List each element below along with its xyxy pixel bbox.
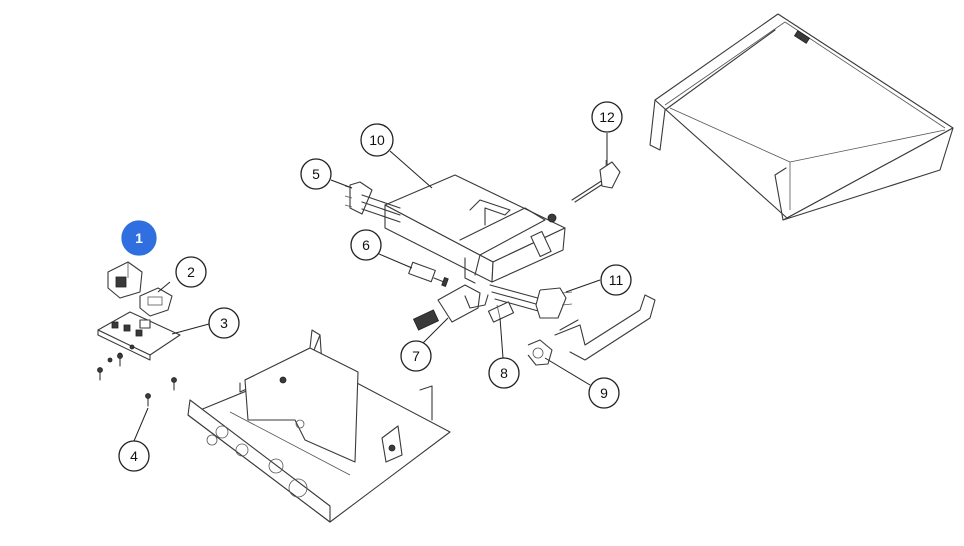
callout-5[interactable]: 5 [300, 158, 332, 190]
callout-9[interactable]: 9 [588, 377, 620, 409]
heating-element-5 [344, 181, 401, 223]
control-board-3 [97, 311, 181, 363]
svg-text:2: 2 [187, 264, 195, 280]
screws-4 [97, 353, 177, 407]
heating-element-11 [489, 284, 573, 319]
svg-text:6: 6 [362, 237, 370, 253]
svg-text:5: 5 [312, 166, 320, 182]
svg-text:1: 1 [135, 230, 143, 246]
callout-7[interactable]: 7 [400, 340, 432, 372]
callout-4[interactable]: 4 [118, 440, 150, 472]
switch-part-2 [139, 287, 173, 317]
svg-text:9: 9 [600, 385, 608, 401]
svg-text:12: 12 [599, 109, 615, 125]
svg-text:7: 7 [412, 348, 420, 364]
fitting-7 [412, 284, 489, 331]
svg-text:4: 4 [130, 448, 138, 464]
callout-12[interactable]: 12 [591, 101, 623, 133]
callout-1[interactable]: 1 [121, 220, 157, 256]
callout-2[interactable]: 2 [175, 256, 207, 288]
callout-11[interactable]: 11 [600, 264, 632, 296]
callout-6[interactable]: 6 [350, 229, 382, 261]
switch-part-1 [107, 261, 143, 299]
cover-part [649, 13, 954, 221]
leader-lines [133, 133, 608, 442]
svg-text:8: 8 [500, 365, 508, 381]
thermostat-probe-12 [571, 160, 621, 203]
svg-text:10: 10 [369, 132, 385, 148]
svg-text:11: 11 [609, 272, 624, 288]
fitting-8 [487, 301, 515, 323]
callout-10[interactable]: 10 [360, 123, 394, 157]
sensor-6 [408, 261, 449, 287]
heater-tank-part [384, 174, 566, 284]
svg-text:3: 3 [220, 315, 228, 331]
callout-8[interactable]: 8 [488, 357, 520, 389]
chassis-part [187, 329, 451, 523]
callout-3[interactable]: 3 [208, 307, 240, 339]
